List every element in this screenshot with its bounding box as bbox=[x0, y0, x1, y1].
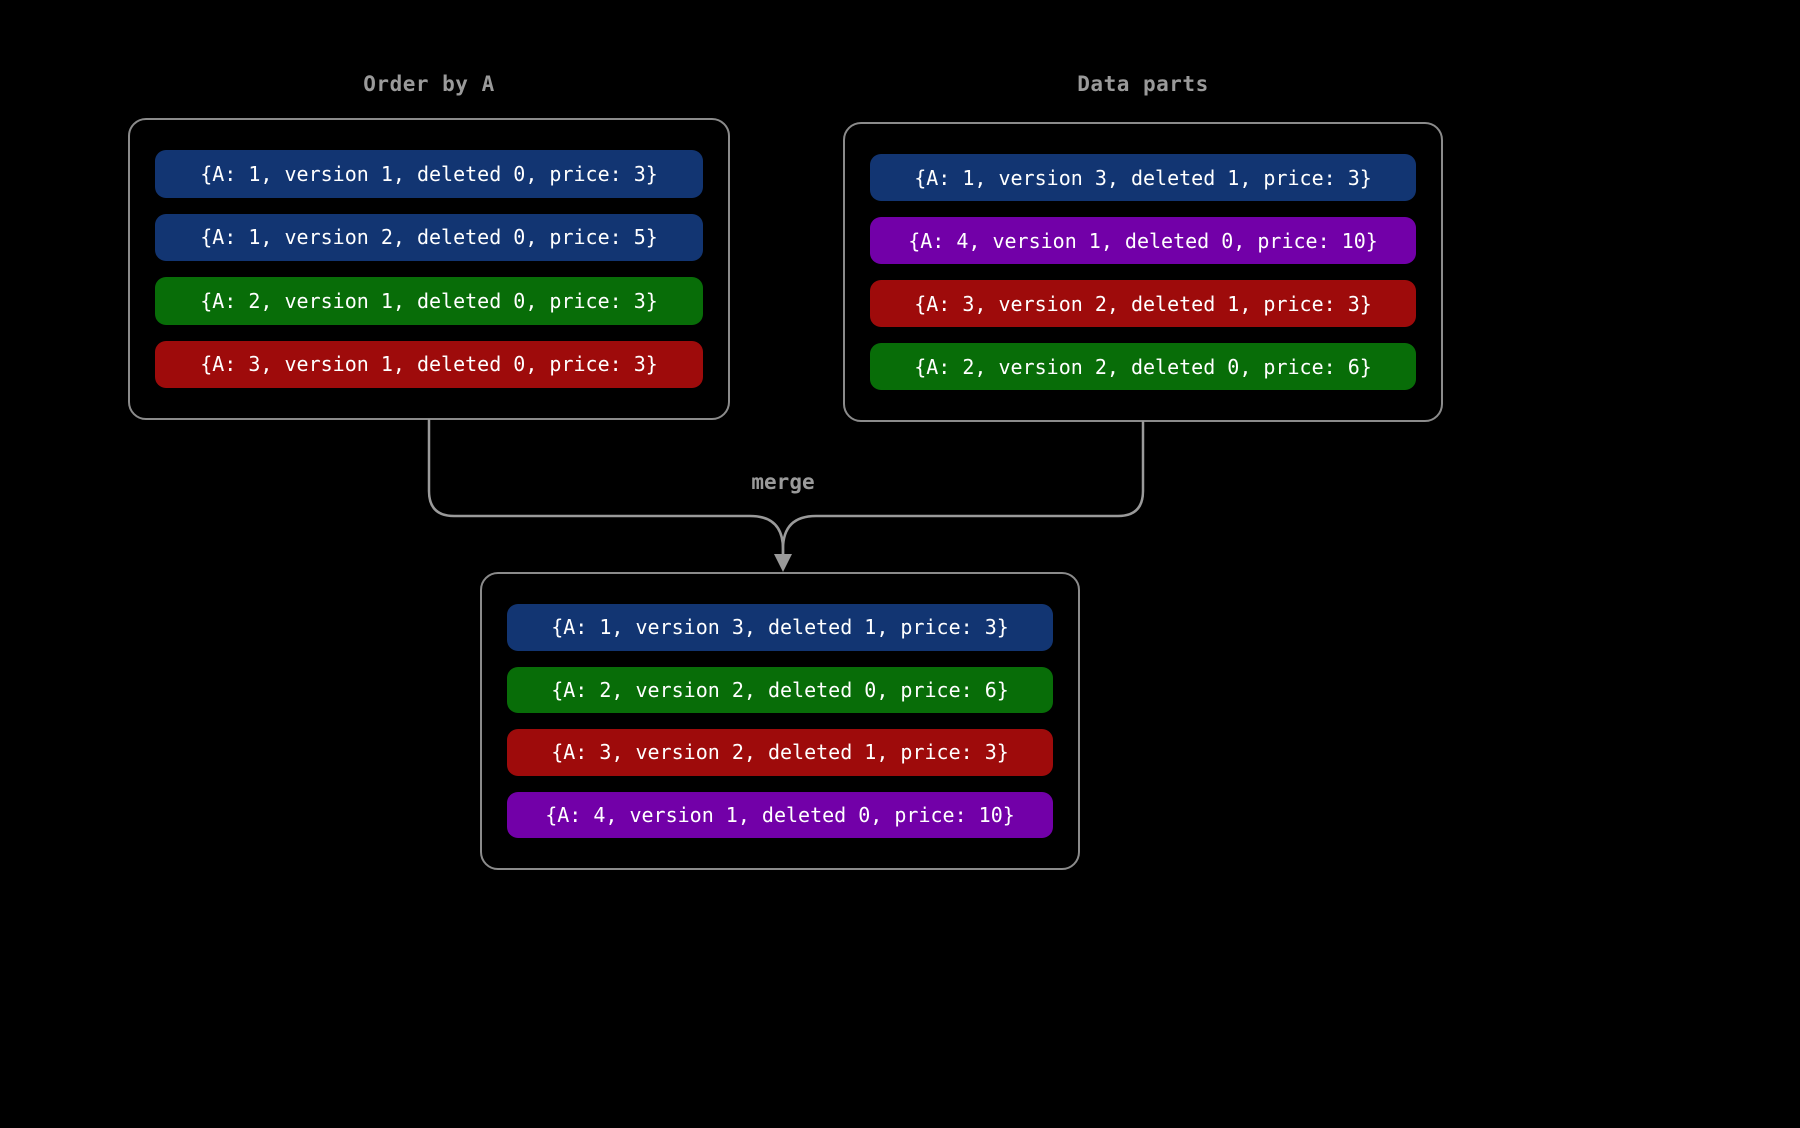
data-row: {A: 2, version 2, deleted 0, price: 6} bbox=[507, 666, 1053, 713]
data-row: {A: 2, version 1, deleted 0, price: 3} bbox=[155, 277, 703, 325]
merge-label: merge bbox=[751, 470, 815, 494]
data-parts-title: Data parts bbox=[1077, 72, 1209, 96]
data-row: {A: 1, version 3, deleted 1, price: 3} bbox=[870, 154, 1416, 201]
data-row: {A: 1, version 2, deleted 0, price: 5} bbox=[155, 213, 703, 261]
data-parts-box: {A: 1, version 3, deleted 1, price: 3} {… bbox=[843, 122, 1443, 422]
data-row: {A: 2, version 2, deleted 0, price: 6} bbox=[870, 343, 1416, 390]
data-row: {A: 3, version 1, deleted 0, price: 3} bbox=[155, 340, 703, 388]
merged-box: {A: 1, version 3, deleted 1, price: 3} {… bbox=[480, 572, 1080, 870]
order-by-a-box: {A: 1, version 1, deleted 0, price: 3} {… bbox=[128, 118, 730, 420]
data-row: {A: 4, version 1, deleted 0, price: 10} bbox=[507, 791, 1053, 838]
order-by-a-title: Order by A bbox=[363, 72, 495, 96]
data-row: {A: 4, version 1, deleted 0, price: 10} bbox=[870, 217, 1416, 264]
data-row: {A: 3, version 2, deleted 1, price: 3} bbox=[507, 729, 1053, 776]
data-row: {A: 1, version 1, deleted 0, price: 3} bbox=[155, 150, 703, 198]
data-row: {A: 3, version 2, deleted 1, price: 3} bbox=[870, 280, 1416, 327]
data-row: {A: 1, version 3, deleted 1, price: 3} bbox=[507, 604, 1053, 651]
